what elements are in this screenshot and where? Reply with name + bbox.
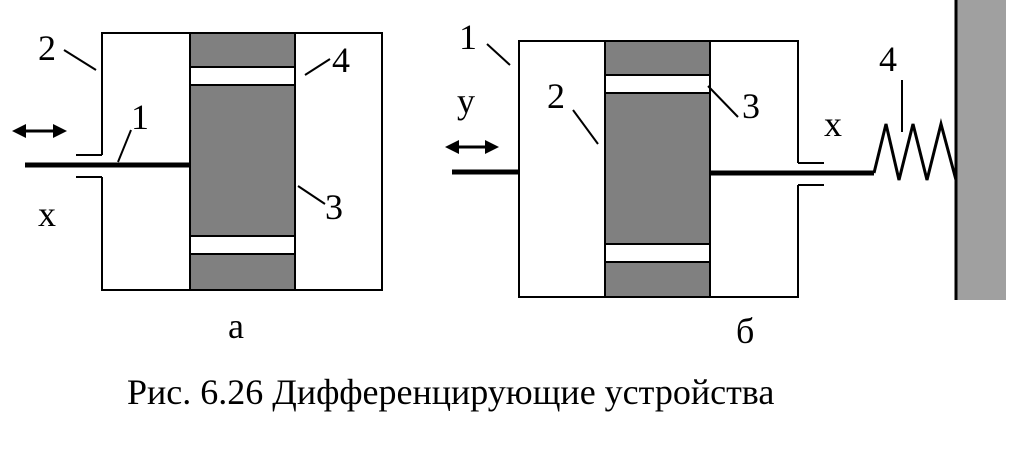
diagram-b-leader-2 <box>572 109 599 145</box>
diagram-b: 1 2 y 3 x 4 б <box>445 0 1006 351</box>
diagram-a-label-2: 2 <box>38 28 56 68</box>
diagram-b-label-x: x <box>824 104 842 144</box>
diagram-b-leader-3 <box>707 85 739 118</box>
diagram-a-label-x: x <box>38 194 56 234</box>
diagram-a-leader-4 <box>304 58 331 76</box>
diagram-b-label-2: 2 <box>547 76 565 116</box>
figure-caption: Рис. 6.26 Дифференцирующие устройства <box>127 372 774 412</box>
diagram-a-channel-bottom <box>189 235 296 255</box>
diagram-a-double-arrow-icon <box>12 124 67 138</box>
diagram-b-channel-top <box>604 74 711 94</box>
diagram-a: 2 1 4 3 x а <box>12 28 383 346</box>
diagram-a-sublabel: а <box>228 306 244 346</box>
diagram-a-label-4: 4 <box>332 40 350 80</box>
diagram-a-label-1: 1 <box>131 97 149 137</box>
diagram-b-double-arrow-icon <box>445 140 499 154</box>
diagram-b-wall <box>956 0 1006 300</box>
diagram-a-leader-1 <box>117 129 132 163</box>
diagram-b-leader-1 <box>486 43 511 66</box>
diagram-b-label-y: y <box>457 81 475 121</box>
diagram-b-label-3: 3 <box>742 86 760 126</box>
diagram-a-label-3: 3 <box>325 187 343 227</box>
diagram-a-leader-2 <box>63 49 97 71</box>
diagram-a-leader-3 <box>297 185 326 205</box>
diagram-b-label-1: 1 <box>459 17 477 57</box>
diagram-b-channel-bottom <box>604 243 711 263</box>
diagram-b-label-4: 4 <box>879 39 897 79</box>
diagram-b-housing <box>518 40 799 298</box>
diagram-b-sublabel: б <box>736 311 754 351</box>
diagram-a-channel-top <box>189 66 296 86</box>
diagram-b-spring <box>872 118 958 181</box>
diagram-a-housing <box>101 32 383 291</box>
